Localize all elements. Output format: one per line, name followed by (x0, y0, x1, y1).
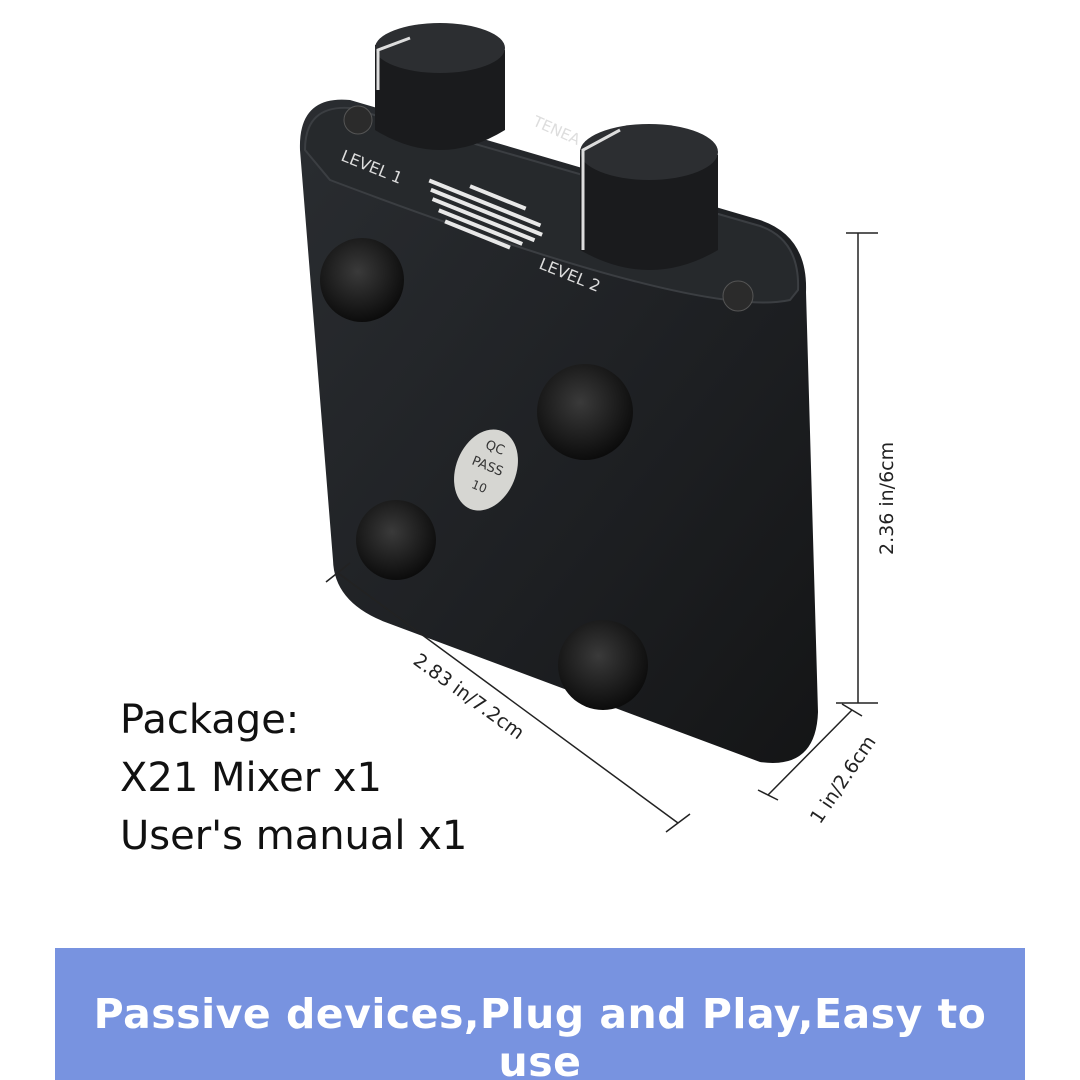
package-item: X21 Mixer x1 (120, 755, 382, 801)
svg-text:QC: QC (483, 438, 507, 459)
package-item: User's manual x1 (120, 813, 468, 859)
brand-marking: TENEA (529, 112, 583, 149)
banner-text: Passive devices,Plug and Play,Easy to us… (93, 990, 987, 1080)
svg-text:10: 10 (470, 477, 489, 496)
audio-jack (356, 500, 436, 580)
screw-icon (343, 105, 373, 135)
audio-jack (537, 364, 633, 460)
qc-pass-sticker: QC PASS 10 (454, 429, 518, 511)
dimension-lines (325, 232, 878, 833)
feature-banner: Passive devices,Plug and Play,Easy to us… (55, 948, 1025, 1080)
audio-jack (320, 238, 404, 322)
level-1-knob[interactable] (375, 23, 505, 150)
height-dimension-label: 2.36 in/6cm (876, 442, 898, 555)
screw-icon (722, 280, 754, 312)
level-2-knob[interactable] (580, 124, 718, 270)
equalizer-graphic (428, 178, 543, 250)
audio-jack (558, 620, 648, 710)
package-title: Package: (120, 697, 300, 743)
